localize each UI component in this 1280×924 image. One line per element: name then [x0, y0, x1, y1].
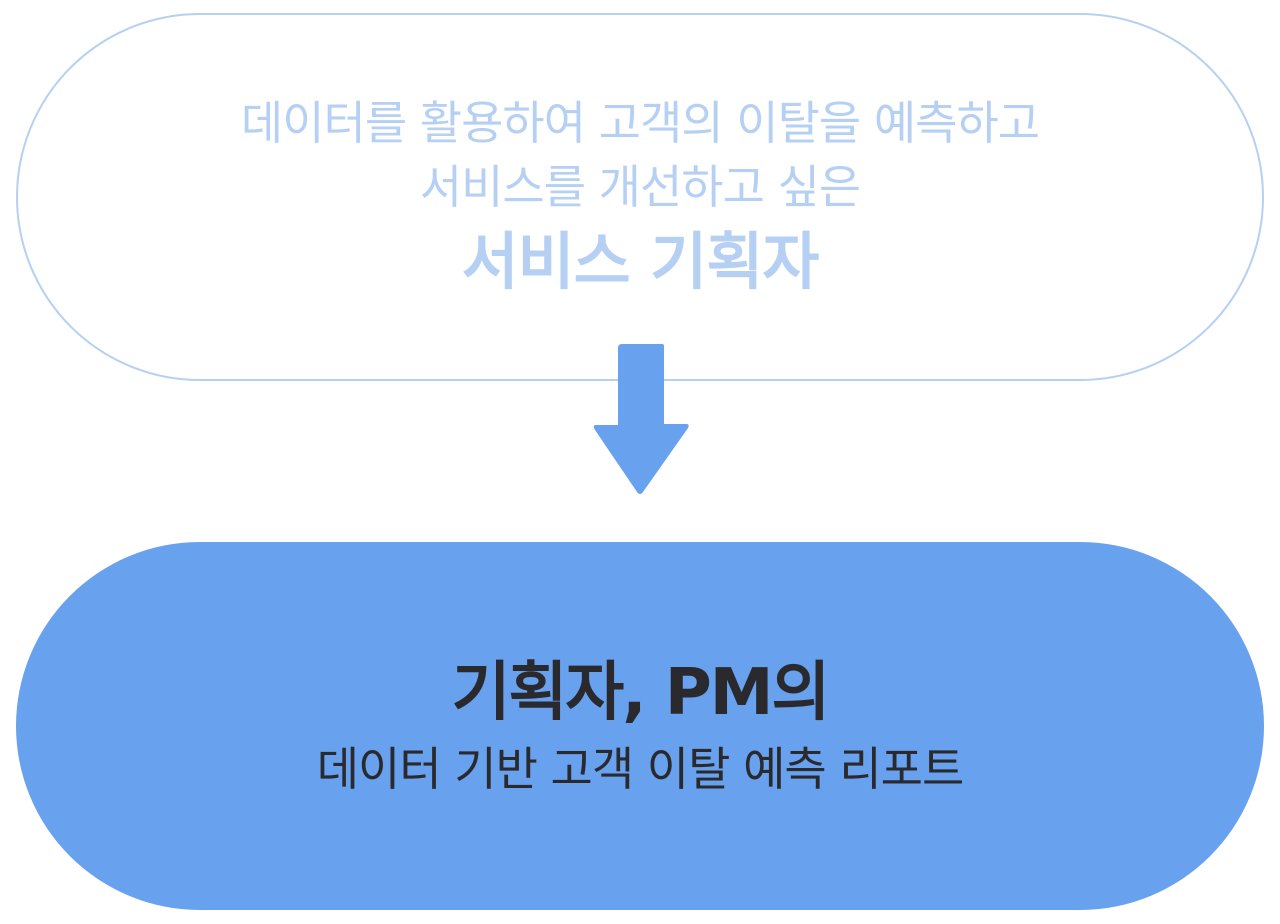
audience-node: 데이터를 활용하여 고객의 이탈을 예측하고 서비스를 개선하고 싶은 서비스 … [16, 13, 1264, 381]
outcome-subtitle: 데이터 기반 고객 이탈 예측 리포트 [316, 742, 965, 796]
outcome-node: 기획자, PM의 데이터 기반 고객 이탈 예측 리포트 [16, 542, 1264, 910]
down-arrow-icon [593, 344, 689, 494]
down-arrow-shape [593, 344, 689, 494]
outcome-title: 기획자, PM의 [451, 656, 831, 730]
audience-line-2: 서비스를 개선하고 싶은 [419, 160, 861, 214]
audience-line-1: 데이터를 활용하여 고객의 이탈을 예측하고 [240, 96, 1040, 150]
audience-emphasis: 서비스 기획자 [461, 225, 820, 298]
